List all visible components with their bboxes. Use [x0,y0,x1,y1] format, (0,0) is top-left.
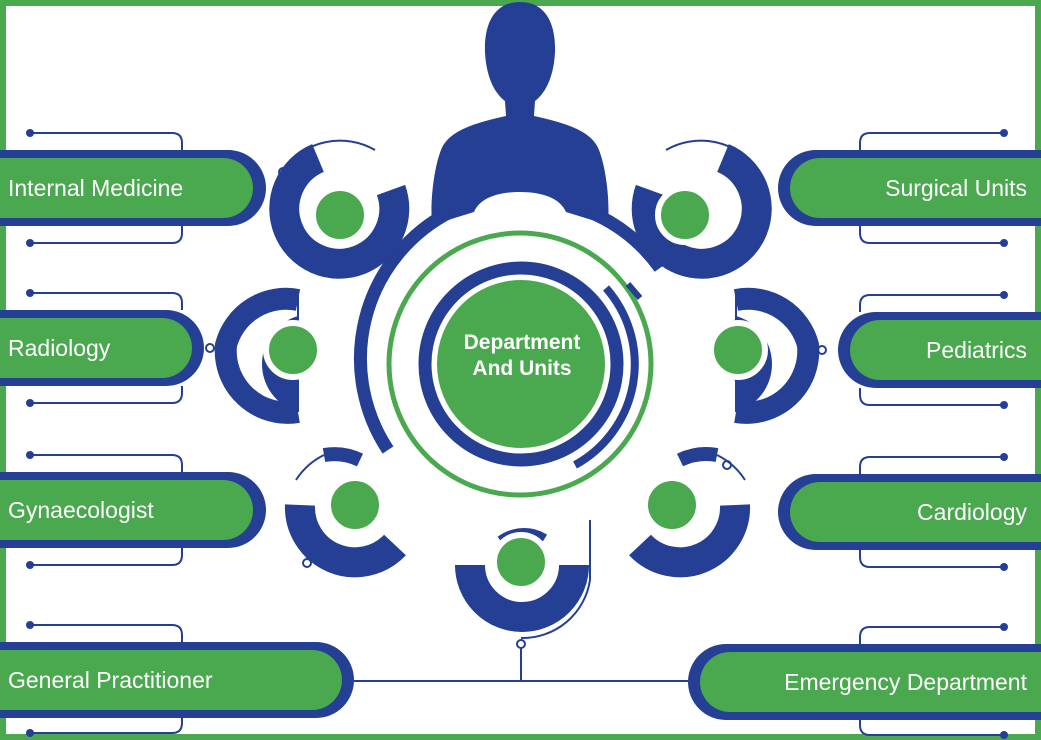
label-gynaecologist: Gynaecologist [8,496,154,523]
center-title-line1: Department [463,331,581,354]
center-disc [437,280,605,448]
center-right-arc [587,206,666,272]
node-gynaecologist [284,447,406,578]
node-emergency-department [455,520,591,640]
node-internal-medicine [269,139,410,279]
label-general-practitioner: General Practitioner [8,666,213,693]
pill-gynaecologist[interactable] [0,472,266,548]
node-radiology [214,287,323,424]
node-cardiology [629,447,751,578]
pill-surgical-units[interactable] [778,150,1041,226]
right-connectors [859,132,1004,736]
pill-general-practitioner[interactable] [0,642,354,718]
pill-pediatrics[interactable] [838,312,1041,388]
label-emergency-department: Emergency Department [784,668,1027,695]
center-inner-arc [573,285,639,469]
left-connectors [30,132,183,734]
left-connector-dots [26,129,34,737]
pill-radiology[interactable] [0,310,204,386]
bottom-connector [354,644,688,682]
bottom-connector-dot [516,639,526,649]
label-cardiology: Cardiology [917,498,1027,525]
label-radiology: Radiology [8,334,111,361]
label-pediatrics: Pediatrics [926,336,1027,363]
label-surgical-units: Surgical Units [885,174,1027,201]
center-navy-ring [418,261,624,467]
center-title: Department And Units [438,330,606,382]
node-surgical-units [631,139,772,279]
center-inner-stub [625,282,643,300]
human-silhouette-icon [431,2,609,225]
right-connector-dots [1000,129,1008,739]
pill-emergency-department[interactable] [688,644,1041,720]
center-title-line2: And Units [472,357,572,380]
pill-cardiology[interactable] [778,474,1041,550]
center-outer-arc [353,206,453,454]
pill-internal-medicine[interactable] [0,150,266,226]
node-pediatrics [708,287,820,424]
center-green-ring [386,230,654,498]
label-internal-medicine: Internal Medicine [8,174,184,201]
